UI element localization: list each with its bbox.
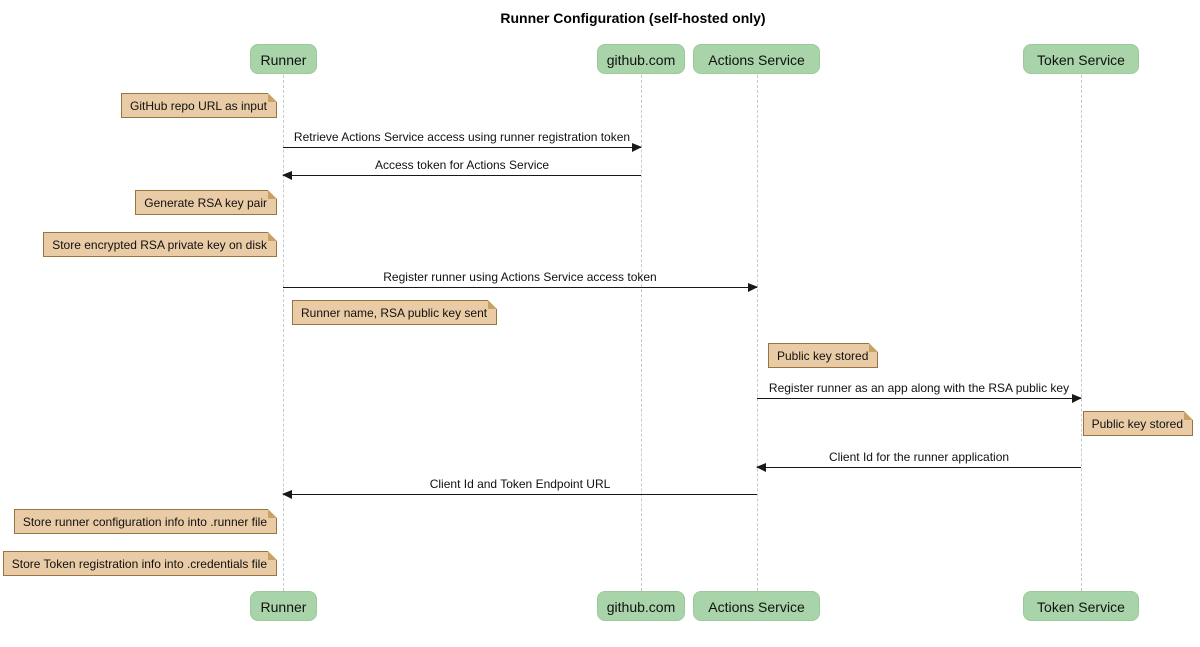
message-label: Retrieve Actions Service access using ru… [293, 130, 631, 144]
message-label: Client Id and Token Endpoint URL [429, 477, 611, 491]
participant-bottom-actions-service: Actions Service [693, 591, 820, 621]
diagram-title: Runner Configuration (self-hosted only) [500, 10, 766, 26]
lifeline-token-service [1081, 75, 1082, 591]
note-generate-rsa-key-pair: Generate RSA key pair [135, 190, 277, 215]
participant-top-actions-service: Actions Service [693, 44, 820, 74]
message-client-id-returned: Client Id for the runner application [756, 450, 1081, 472]
participant-top-runner: Runner [250, 44, 317, 74]
message-client-id-token-endpoint: Client Id and Token Endpoint URL [282, 477, 757, 499]
message-line [283, 143, 642, 152]
note-store-encrypted-rsa-private-key: Store encrypted RSA private key on disk [43, 232, 277, 257]
message-line [283, 283, 758, 292]
message-label: Access token for Actions Service [374, 158, 550, 172]
message-label: Register runner using Actions Service ac… [383, 270, 657, 284]
note-store-token-registration: Store Token registration info into .cred… [2, 551, 278, 576]
message-access-token-returned: Access token for Actions Service [282, 158, 641, 180]
arrowhead-left-icon [756, 463, 766, 472]
message-line [757, 394, 1082, 403]
message-label: Register runner as an app along with the… [768, 381, 1070, 395]
arrowhead-left-icon [282, 490, 292, 499]
message-line [282, 490, 757, 499]
message-register-runner: Register runner using Actions Service ac… [283, 270, 758, 292]
note-public-key-stored-actions: Public key stored [768, 343, 879, 368]
message-line [282, 171, 641, 180]
note-public-key-stored-token: Public key stored [1082, 411, 1194, 436]
arrowhead-left-icon [282, 171, 292, 180]
arrowhead-right-icon [748, 283, 758, 292]
note-runner-name-rsa-public-key-sent: Runner name, RSA public key sent [292, 300, 498, 325]
message-retrieve-actions-access: Retrieve Actions Service access using ru… [283, 130, 642, 152]
note-store-runner-config: Store runner configuration info into .ru… [13, 509, 278, 534]
lifeline-actions-service [757, 75, 758, 591]
participant-bottom-github: github.com [597, 591, 685, 621]
arrowhead-right-icon [1072, 394, 1082, 403]
participant-bottom-token-service: Token Service [1023, 591, 1139, 621]
arrowhead-right-icon [632, 143, 642, 152]
message-register-runner-app: Register runner as an app along with the… [757, 381, 1082, 403]
lifeline-github [641, 75, 642, 591]
message-label: Client Id for the runner application [828, 450, 1010, 464]
note-github-repo-url-input: GitHub repo URL as input [121, 93, 277, 118]
lifeline-runner [283, 75, 284, 591]
participant-bottom-runner: Runner [250, 591, 317, 621]
message-line [756, 463, 1081, 472]
participant-top-github: github.com [597, 44, 685, 74]
participant-top-token-service: Token Service [1023, 44, 1139, 74]
